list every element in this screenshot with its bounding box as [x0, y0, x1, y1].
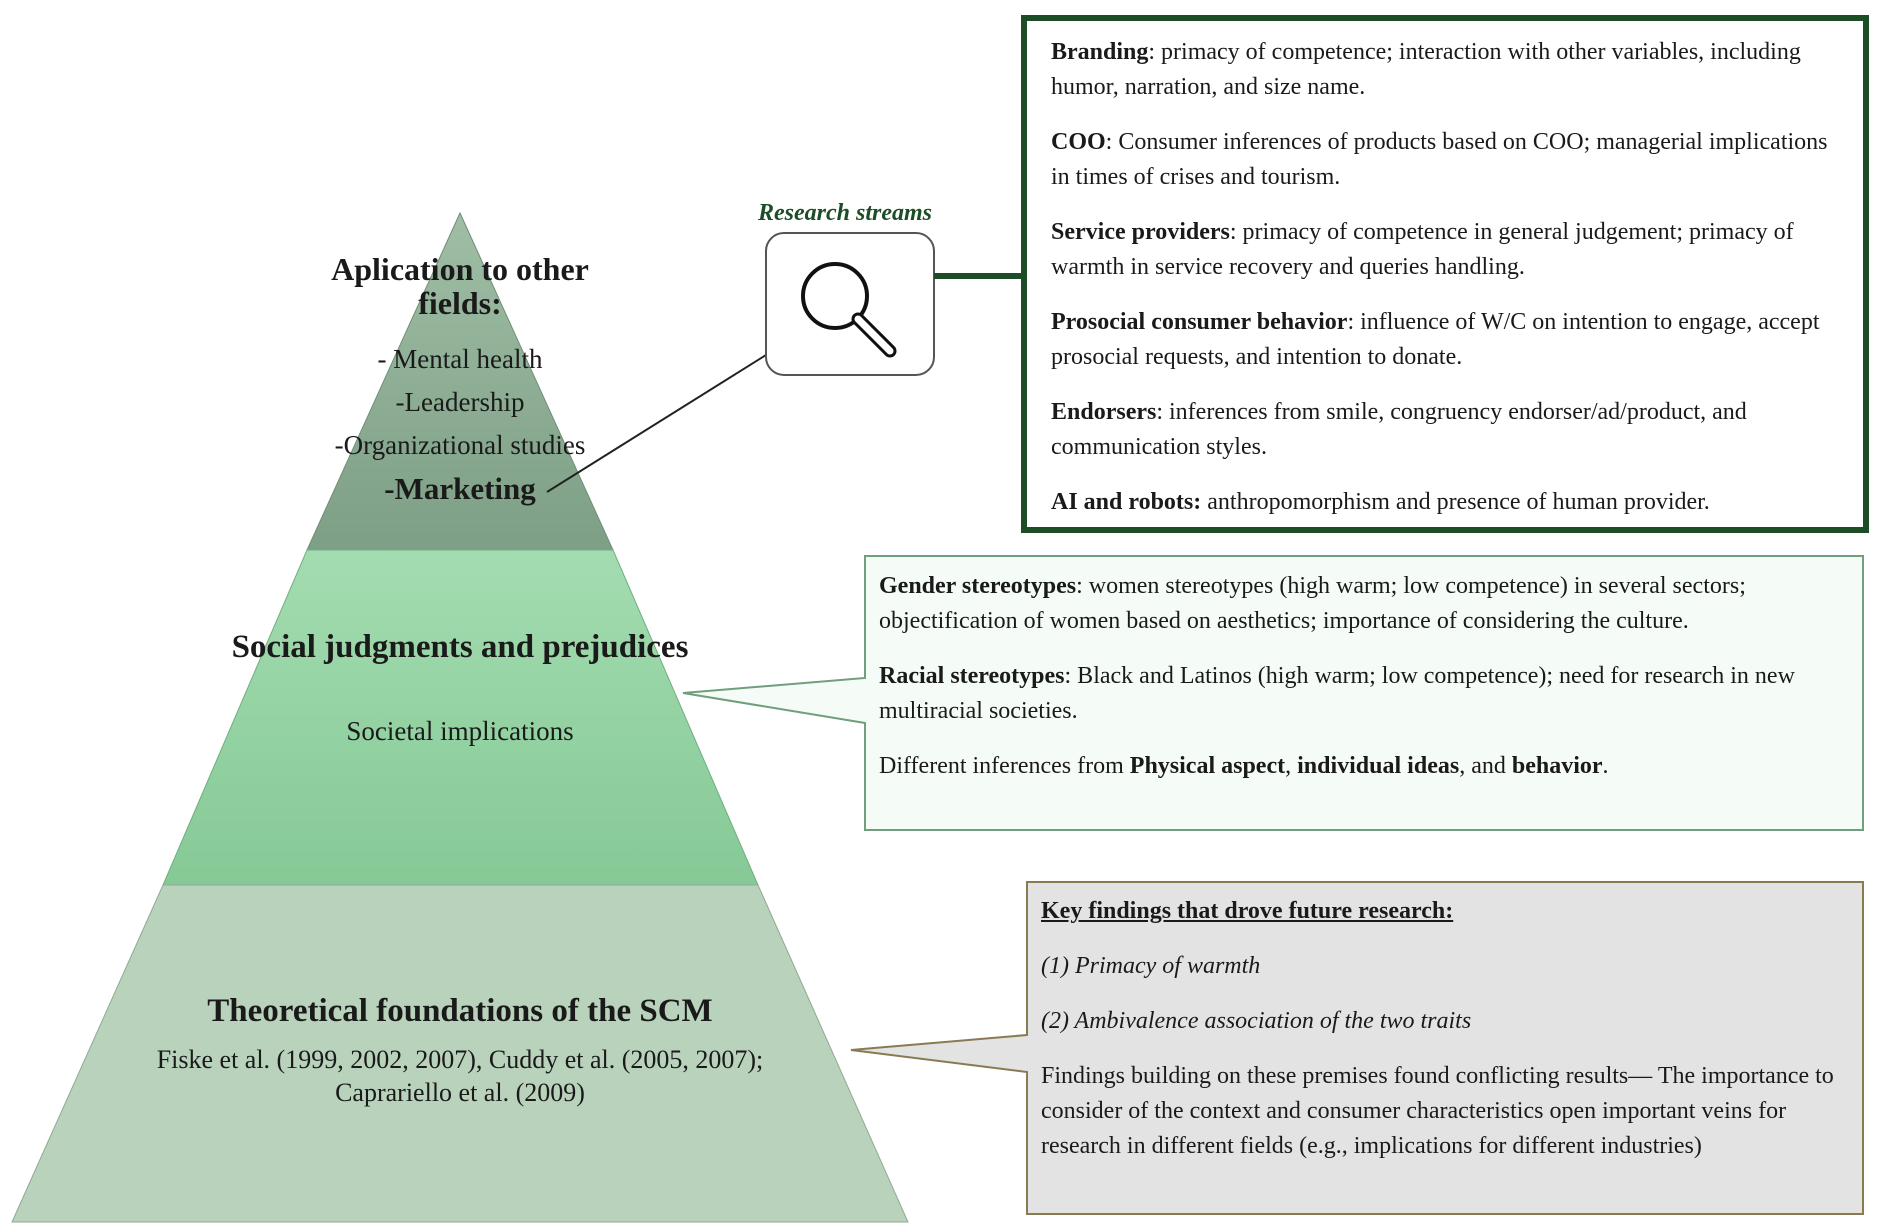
key-findings-callout [850, 881, 1864, 1215]
stream-item: Endorsers: inferences from smile, congru… [1051, 399, 1747, 460]
research-streams-label: Research streams [758, 200, 932, 226]
field-mental-health: - Mental health [377, 344, 543, 374]
stream-item: Service providers: primacy of competence… [1051, 219, 1794, 280]
stereotype-item: Racial stereotypes: Black and Latinos (h… [879, 663, 1795, 724]
middle-level-title: Social judgments and prejudices [231, 629, 689, 665]
middle-level-subtitle: Societal implications [346, 716, 574, 746]
key-finding-1: (1) Primacy of warmth [1041, 953, 1261, 979]
marketing-connector-line [546, 354, 767, 493]
key-finding-2: (2) Ambivalence association of the two t… [1041, 1008, 1472, 1034]
pyramid-bottom-level [11, 884, 909, 1223]
key-findings-heading: Key findings that drove future research: [1041, 898, 1454, 924]
stream-item: COO: Consumer inferences of products bas… [1051, 129, 1828, 190]
key-findings-paragraph: Findings building on these premises foun… [1041, 1063, 1834, 1159]
stereotype-item: Gender stereotypes: women stereotypes (h… [879, 573, 1746, 634]
social-judgments-box: Gender stereotypes: women stereotypes (h… [865, 556, 1863, 830]
top-level-title: Aplication to other fields: [331, 251, 589, 321]
field-organizational-studies: -Organizational studies [334, 430, 586, 460]
magnifier-icon [801, 262, 897, 358]
bottom-level-subtitle: Fiske et al. (1999, 2002, 2007), Cuddy e… [156, 1045, 764, 1107]
stream-item: AI and robots: anthropomorphism and pres… [1051, 489, 1710, 515]
research-streams-box: Branding: primacy of competence; interac… [1021, 15, 1869, 533]
stream-item: Prosocial consumer behavior: influence o… [1051, 309, 1820, 370]
key-findings-box: Key findings that drove future research:… [1027, 882, 1863, 1214]
bottom-level-title: Theoretical foundations of the SCM [207, 993, 713, 1029]
field-leadership: -Leadership [395, 387, 525, 417]
stream-item: Branding: primacy of competence; interac… [1051, 39, 1801, 100]
top-level-list: - Mental health -Leadership -Organizatio… [300, 338, 620, 510]
research-streams-icon-box[interactable] [765, 232, 935, 376]
field-marketing: -Marketing [384, 471, 536, 506]
social-box-callout [682, 555, 1864, 831]
inferences-line: Different inferences from Physical aspec… [879, 753, 1609, 779]
